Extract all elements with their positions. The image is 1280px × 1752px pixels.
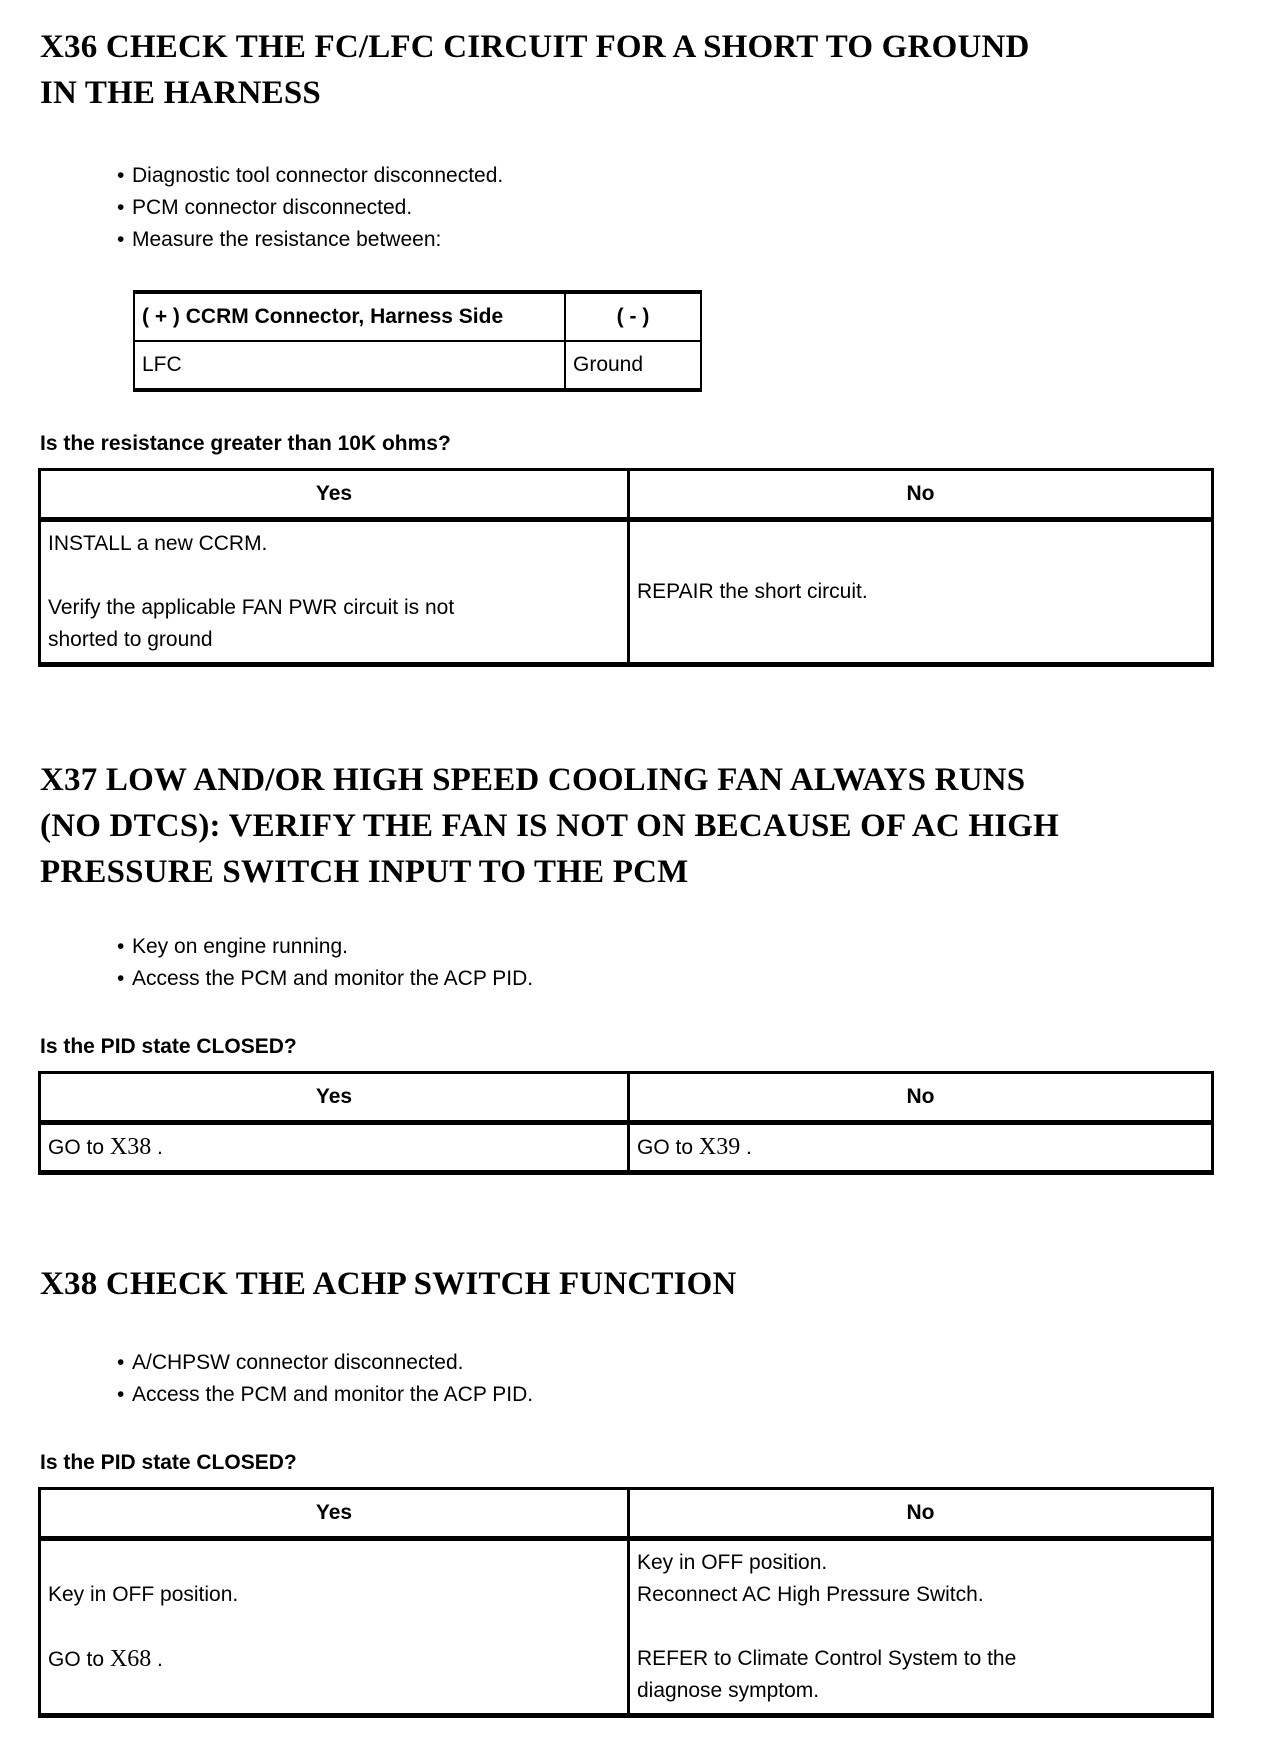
step-x36: X36 CHECK THE FC/LFC CIRCUIT FOR A SHORT… (0, 24, 1280, 667)
step-x38: X38 CHECK THE ACHP SWITCH FUNCTION A/CHP… (0, 1261, 1280, 1718)
step-x38-decision-table: Yes No Key in OFF position. GO to X68 . … (38, 1487, 1214, 1718)
step-xref-link[interactable]: X39 (698, 1134, 741, 1160)
yes-header-cell: Yes (38, 1487, 630, 1541)
go-to-suffix: . (151, 1136, 163, 1159)
heading-line: IN THE HARNESS (40, 75, 321, 111)
go-to-suffix: . (151, 1647, 163, 1671)
yes-header-cell: Yes (38, 468, 630, 522)
decision-header-row: Yes No (38, 468, 1214, 522)
measurement-header-minus: ( - ) (564, 291, 702, 342)
action-text: Reconnect AC High Pressure Switch. (637, 1583, 984, 1606)
step-x37-bullet-list: Key on engine running. Access the PCM an… (117, 931, 1280, 995)
step-x37-question: Is the PID state CLOSED? (40, 1035, 297, 1058)
heading-line: X36 CHECK THE FC/LFC CIRCUIT FOR A SHORT… (40, 29, 1030, 65)
heading-line: X38 CHECK THE ACHP SWITCH FUNCTION (40, 1266, 737, 1302)
heading-line: X37 LOW AND/OR HIGH SPEED COOLING FAN AL… (40, 762, 1026, 798)
action-text: diagnose symptom. (637, 1679, 820, 1702)
action-text: Key in OFF position. (637, 1551, 828, 1574)
step-x38-question: Is the PID state CLOSED? (40, 1451, 297, 1474)
step-x36-bullet-list: Diagnostic tool connector disconnected. … (117, 160, 1280, 256)
step-x36-decision-table: Yes No INSTALL a new CCRM. Verify the ap… (38, 468, 1214, 667)
go-to-prefix: GO to (48, 1647, 110, 1671)
go-to-prefix: GO to (637, 1136, 699, 1159)
go-to-line: GO to X68 . (48, 1643, 617, 1676)
bullet-item: Access the PCM and monitor the ACP PID. (117, 963, 1280, 995)
bullet-item: Measure the resistance between: (117, 224, 1280, 256)
bullet-item: Key on engine running. (117, 931, 1280, 963)
measurement-header-plus: ( + ) CCRM Connector, Harness Side (133, 291, 566, 342)
yes-header-cell: Yes (38, 1071, 630, 1125)
bullet-item: Access the PCM and monitor the ACP PID. (117, 1379, 1280, 1411)
action-text: REFER to Climate Control System to the (637, 1647, 1017, 1670)
heading-line: PRESSURE SWITCH INPUT TO THE PCM (40, 854, 689, 890)
go-to-line: GO to X38 . (48, 1131, 617, 1164)
action-text: INSTALL a new CCRM. (48, 532, 268, 555)
step-xref-link[interactable]: X68 (109, 1645, 152, 1672)
action-text: REPAIR the short circuit. (637, 580, 868, 603)
step-x37: X37 LOW AND/OR HIGH SPEED COOLING FAN AL… (0, 757, 1280, 1175)
yes-action-cell: Key in OFF position. GO to X68 . (38, 1537, 630, 1717)
measurement-table: ( + ) CCRM Connector, Harness Side ( - )… (133, 290, 702, 392)
yes-action-cell: INSTALL a new CCRM. Verify the applicabl… (38, 518, 630, 666)
no-header-cell: No (627, 468, 1214, 522)
bullet-item: A/CHPSW connector disconnected. (117, 1347, 1280, 1379)
step-xref-link[interactable]: X38 (109, 1134, 152, 1160)
yes-action-cell: GO to X38 . (38, 1121, 630, 1174)
action-text: shorted to ground (48, 628, 213, 651)
go-to-prefix: GO to (48, 1136, 110, 1159)
no-action-cell: GO to X39 . (627, 1121, 1214, 1174)
decision-body-row: INSTALL a new CCRM. Verify the applicabl… (38, 518, 1214, 666)
go-to-line: GO to X39 . (637, 1131, 1201, 1164)
step-x37-decision-table: Yes No GO to X38 . GO to X39 . (38, 1071, 1214, 1175)
heading-line: (NO DTCS): VERIFY THE FAN IS NOT ON BECA… (40, 808, 1059, 844)
no-header-cell: No (627, 1487, 1214, 1541)
no-action-cell: Key in OFF position. Reconnect AC High P… (627, 1537, 1214, 1717)
decision-header-row: Yes No (38, 1071, 1214, 1125)
decision-body-row: GO to X38 . GO to X39 . (38, 1121, 1214, 1174)
no-action-cell: REPAIR the short circuit. (627, 518, 1214, 666)
decision-body-row: Key in OFF position. GO to X68 . Key in … (38, 1537, 1214, 1717)
decision-header-row: Yes No (38, 1487, 1214, 1541)
step-x37-heading: X37 LOW AND/OR HIGH SPEED COOLING FAN AL… (40, 757, 1280, 895)
step-x36-heading: X36 CHECK THE FC/LFC CIRCUIT FOR A SHORT… (40, 24, 1280, 116)
step-x38-bullet-list: A/CHPSW connector disconnected. Access t… (117, 1347, 1280, 1411)
bullet-item: Diagnostic tool connector disconnected. (117, 160, 1280, 192)
action-text: Key in OFF position. (48, 1582, 239, 1606)
step-x38-heading: X38 CHECK THE ACHP SWITCH FUNCTION (40, 1261, 1280, 1307)
bullet-item: PCM connector disconnected. (117, 192, 1280, 224)
measurement-header-row: ( + ) CCRM Connector, Harness Side ( - ) (133, 291, 702, 342)
measurement-cell-minus: Ground (564, 340, 702, 391)
measurement-cell-plus: LFC (133, 340, 566, 391)
measurement-data-row: LFC Ground (133, 340, 702, 391)
no-header-cell: No (627, 1071, 1214, 1125)
step-x36-question: Is the resistance greater than 10K ohms? (40, 432, 451, 455)
go-to-suffix: . (740, 1136, 752, 1159)
action-text: Verify the applicable FAN PWR circuit is… (48, 596, 455, 619)
